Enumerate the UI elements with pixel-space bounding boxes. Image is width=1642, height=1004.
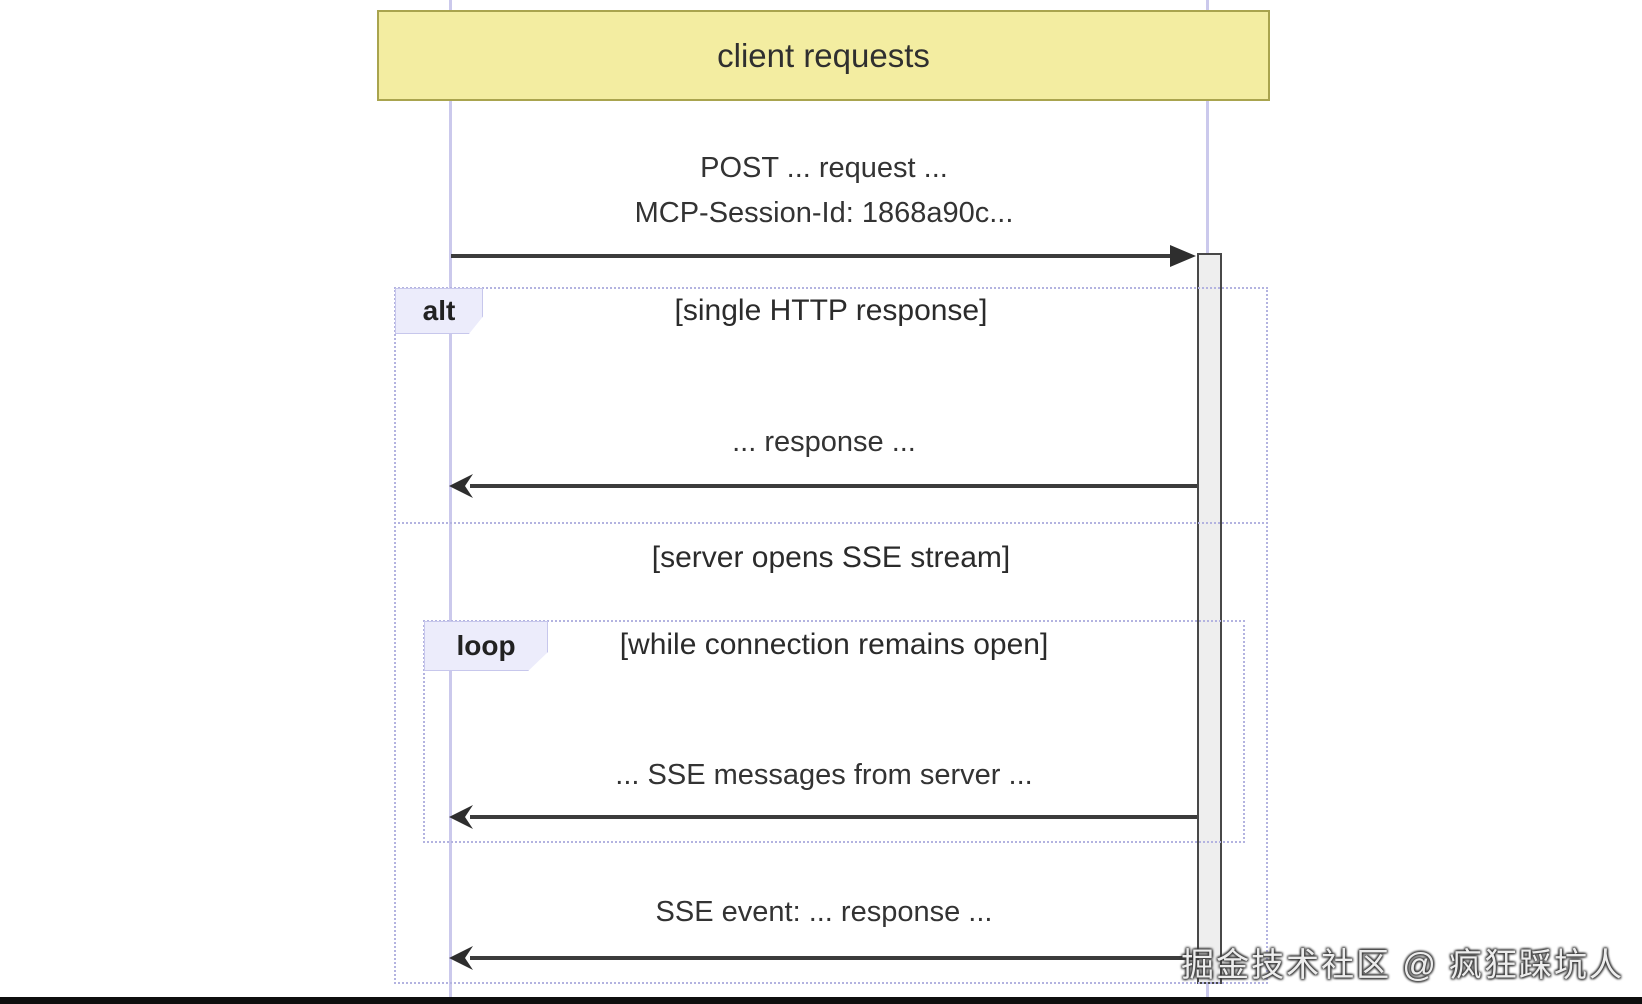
message-post-request: POST ... request ... MCP-Session-Id: 186…	[451, 146, 1197, 236]
arrow-response-line	[470, 484, 1197, 488]
arrowhead-left-icon	[449, 946, 473, 970]
client-lifeline	[449, 0, 452, 998]
message-post-request-line2: MCP-Session-Id: 1868a90c...	[634, 197, 1014, 229]
alt-divider	[394, 522, 1268, 524]
message-sse-stream: ... SSE messages from server ...	[615, 759, 1033, 791]
arrowhead-left-icon	[449, 805, 473, 829]
note-label: client requests	[717, 36, 930, 74]
note-box: client requests	[377, 10, 1270, 101]
arrowhead-right-icon	[1170, 245, 1196, 267]
loop-frame	[423, 620, 1245, 843]
alt-guard-primary: [single HTTP response]	[674, 294, 988, 327]
arrow-sse-stream-line	[470, 815, 1197, 819]
message-post-request-line1: POST ... request ...	[700, 152, 948, 184]
alt-guard-else: [server opens SSE stream]	[651, 541, 1011, 574]
arrow-post-request-line	[451, 254, 1174, 258]
alt-frame	[394, 287, 1268, 984]
alt-frame-label: alt	[395, 288, 483, 334]
watermark-text: 掘金技术社区 @ 疯狂踩坑人	[1181, 946, 1624, 983]
loop-label-text: loop	[456, 630, 516, 661]
message-sse-event: SSE event: ... response ...	[655, 896, 993, 928]
arrow-sse-event-line	[470, 956, 1197, 960]
loop-frame-label: loop	[424, 621, 548, 671]
alt-label-text: alt	[422, 295, 456, 326]
message-response: ... response ...	[732, 426, 916, 458]
loop-guard: [while connection remains open]	[619, 628, 1049, 661]
arrowhead-left-icon	[449, 474, 473, 498]
bottom-edge-bar	[0, 997, 1642, 1004]
activation-bar	[1197, 253, 1222, 984]
